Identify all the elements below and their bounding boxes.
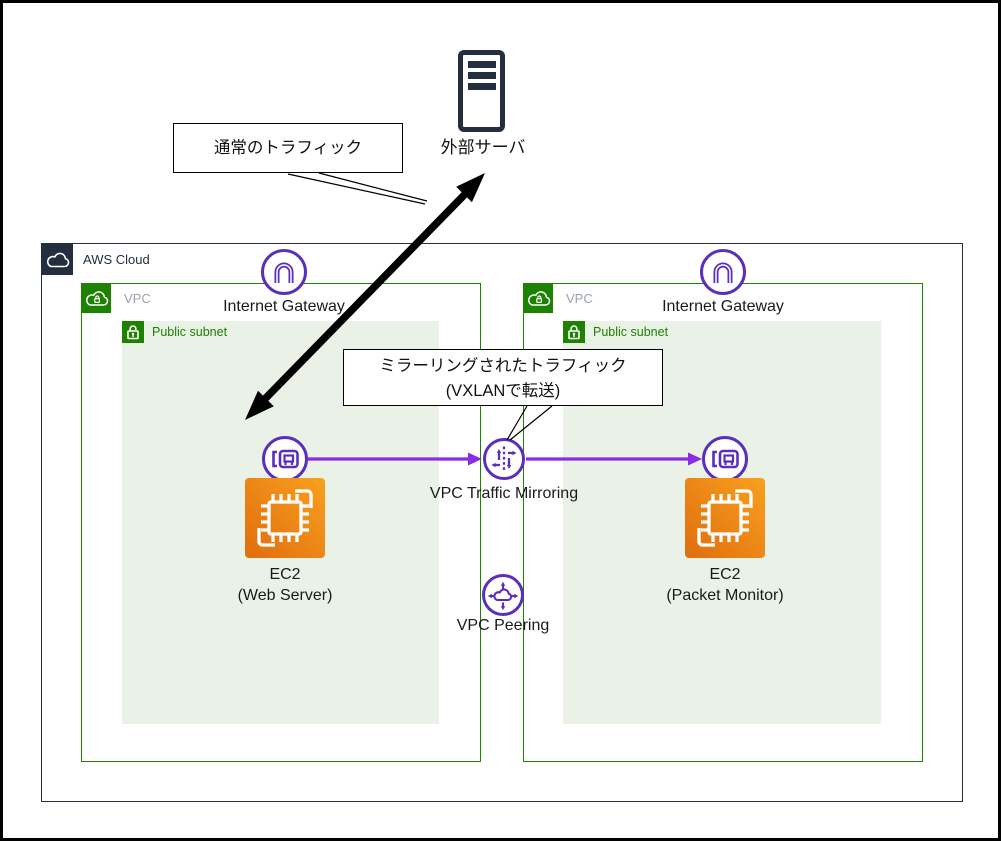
internet-gateway-label-right: Internet Gateway bbox=[662, 298, 784, 315]
traffic-mirroring-icon bbox=[483, 438, 525, 480]
ec2-title: EC2 bbox=[269, 566, 301, 583]
normal-traffic-callout: 通常のトラフィック bbox=[173, 123, 403, 173]
normal-traffic-text: 通常のトラフィック bbox=[213, 139, 363, 157]
subnet-label: Public subnet bbox=[593, 325, 669, 339]
ec2-label-left: EC2 (Web Server) bbox=[185, 564, 385, 606]
subnet-header: Public subnet bbox=[122, 321, 439, 343]
gateway-arch-icon bbox=[713, 262, 733, 283]
subnet-header: Public subnet bbox=[563, 321, 881, 343]
chip-icon bbox=[257, 489, 313, 547]
ec2-title: EC2 bbox=[709, 566, 741, 583]
peering-cloud-arrows-icon bbox=[482, 574, 524, 616]
mirrored-traffic-line1: ミラーリングされたトラフィック bbox=[379, 357, 627, 375]
vpc-header: VPC bbox=[82, 284, 480, 313]
cloud-icon bbox=[42, 244, 73, 275]
ec2-node-right bbox=[685, 478, 765, 558]
internet-gateway-node-left bbox=[261, 249, 307, 295]
aws-cloud-label: AWS Cloud bbox=[83, 252, 150, 267]
server-icon bbox=[458, 50, 505, 132]
aws-cloud-header: AWS Cloud bbox=[42, 244, 962, 275]
traffic-mirroring-label: VPC Traffic Mirroring bbox=[429, 485, 579, 502]
subnet-label: Public subnet bbox=[152, 325, 228, 339]
vpc-group-left: VPC bbox=[81, 283, 481, 762]
ec2-label-right: EC2 (Packet Monitor) bbox=[625, 564, 825, 606]
vpc-peering-label: VPC Peering bbox=[456, 617, 550, 634]
internet-gateway-node-right bbox=[700, 249, 746, 295]
network-interface-icon bbox=[262, 436, 308, 482]
cloud-lock-icon bbox=[524, 284, 553, 313]
gateway-arch-icon bbox=[274, 262, 294, 283]
network-interface-icon bbox=[702, 436, 748, 482]
aws-cloud-group: AWS Cloud bbox=[41, 243, 963, 802]
ec2-subtitle: (Web Server) bbox=[237, 587, 333, 604]
external-server-label: 外部サーバ bbox=[440, 138, 526, 157]
cloud-lock-icon bbox=[82, 284, 111, 313]
mirrored-traffic-line2: (VXLANで転送) bbox=[445, 382, 561, 400]
chip-icon bbox=[697, 489, 753, 547]
vpc-label: VPC bbox=[566, 291, 593, 306]
mirrored-traffic-callout: ミラーリングされたトラフィック (VXLANで転送) bbox=[343, 349, 663, 406]
server-bar bbox=[467, 72, 496, 79]
vpc-header: VPC bbox=[524, 284, 922, 313]
ec2-node-left bbox=[245, 478, 325, 558]
server-bar bbox=[467, 83, 496, 90]
open-lock-icon bbox=[122, 321, 144, 343]
server-bar bbox=[467, 61, 496, 68]
vpc-label: VPC bbox=[124, 291, 151, 306]
open-lock-icon bbox=[563, 321, 585, 343]
internet-gateway-label-left: Internet Gateway bbox=[223, 298, 345, 315]
ec2-subtitle: (Packet Monitor) bbox=[666, 587, 784, 604]
